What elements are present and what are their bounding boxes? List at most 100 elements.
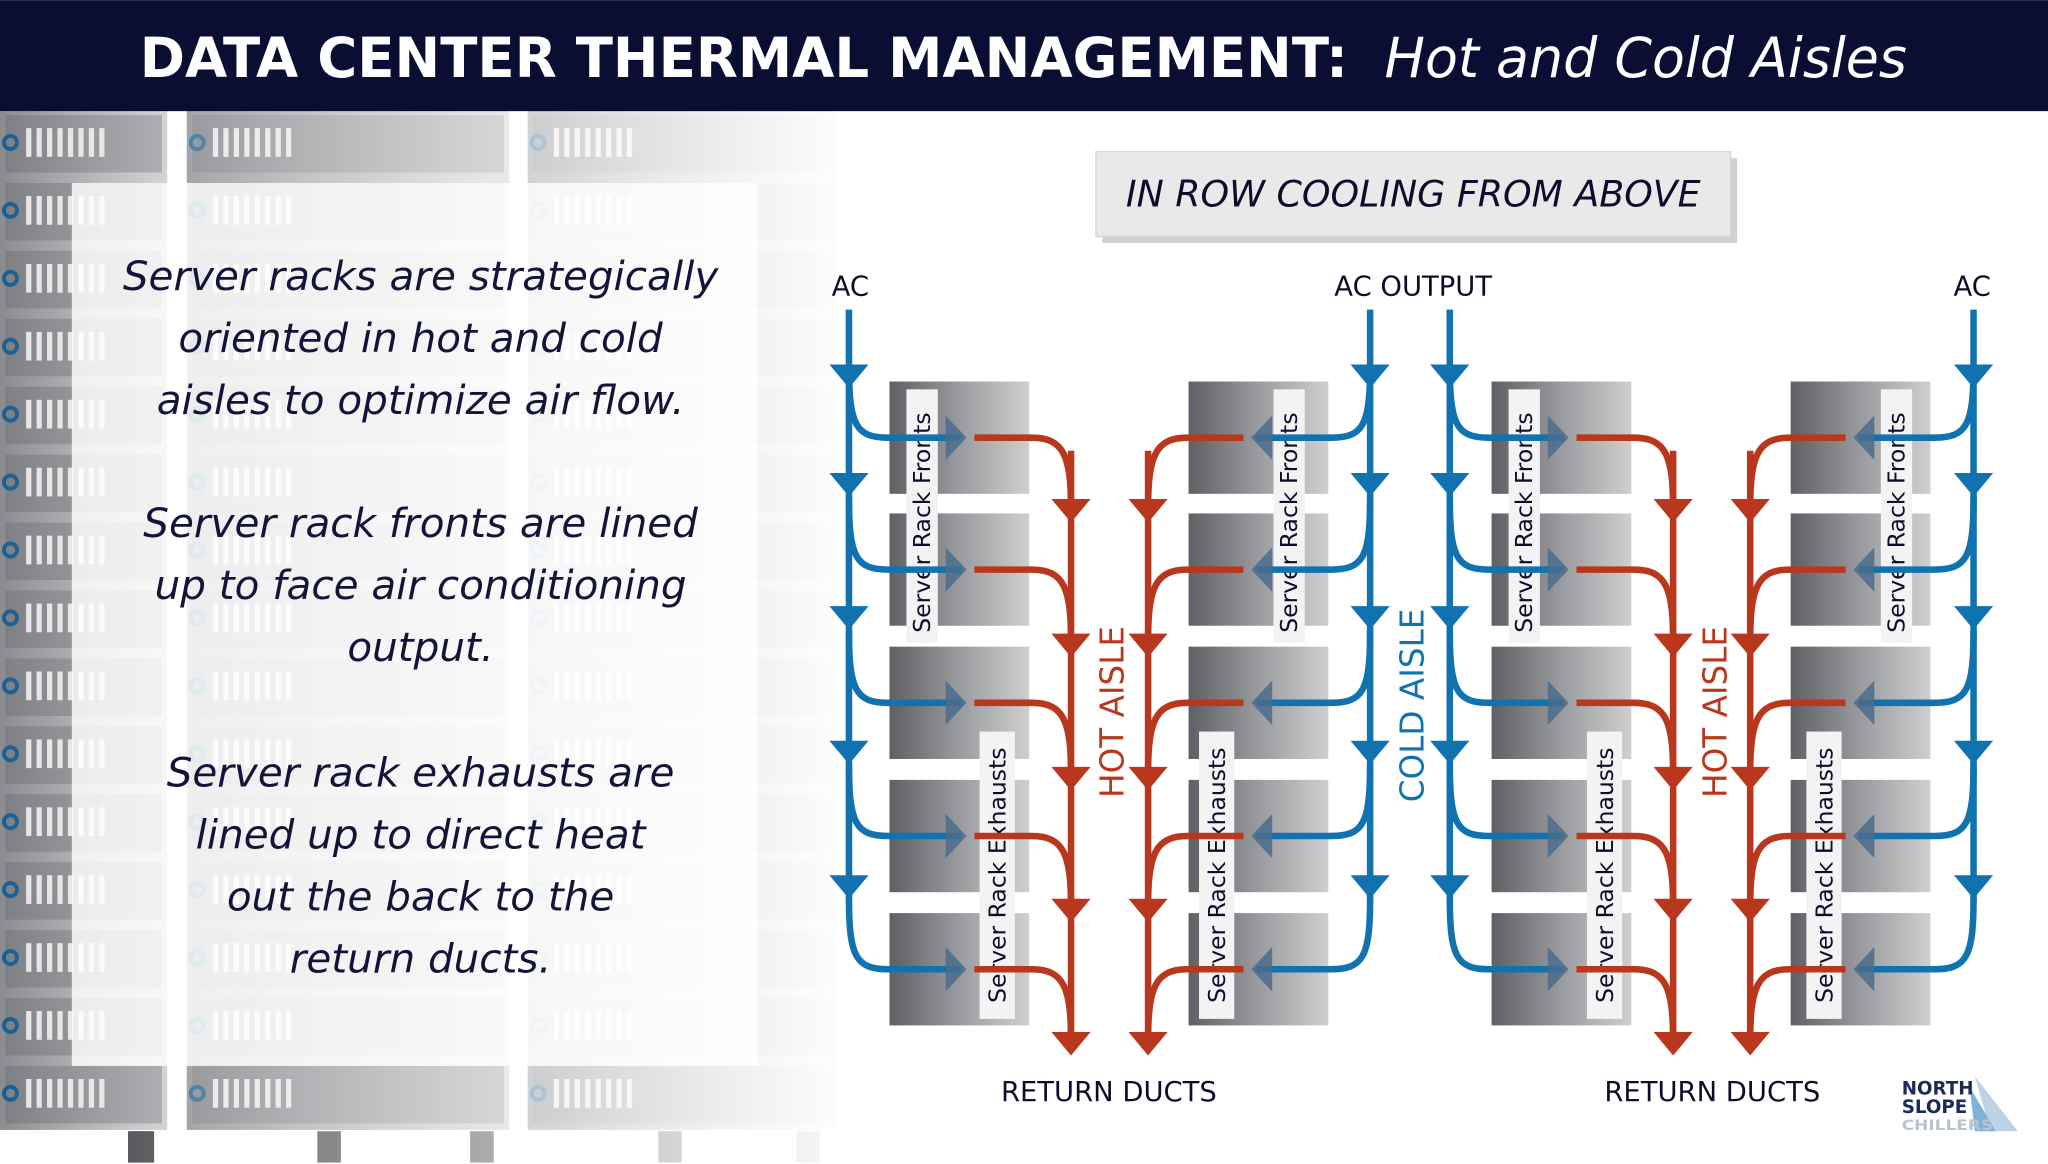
hot-air-flow <box>974 965 1075 1042</box>
cold-air-flow <box>1256 764 1374 840</box>
hot-air-flow <box>1144 699 1244 775</box>
svg-text:SLOPE: SLOPE <box>1902 1097 1968 1118</box>
header-title: DATA CENTER THERMAL MANAGEMENT: <box>140 26 1348 90</box>
cold-air-flow <box>845 764 962 840</box>
hot-air-flow <box>974 566 1075 642</box>
hot-flow-arrow-icon <box>1730 766 1770 791</box>
hot-aisle-label-1: HOT AISLE <box>1093 626 1131 798</box>
hot-air-flow <box>1576 566 1677 642</box>
rack-fronts-label: Server Rack Fronts <box>908 412 936 632</box>
header-bar <box>0 0 2048 112</box>
hot-flow-arrow-icon <box>1730 499 1770 523</box>
intake-arrow-icon <box>1853 547 1875 592</box>
cold-air-flow <box>1256 630 1374 707</box>
banner-box <box>1095 150 1732 238</box>
rack-fronts-label: Server Rack Fronts <box>1275 412 1303 632</box>
svg-text:CHILLERS: CHILLERS <box>1902 1118 1993 1134</box>
cold-air-flow <box>845 497 962 573</box>
hot-flow-arrow-icon <box>1653 1031 1693 1056</box>
cold-flow-arrow-icon <box>1350 606 1390 630</box>
description-line: output. <box>347 623 493 671</box>
hot-air-flow <box>1746 434 1846 510</box>
hot-flow-arrow-icon <box>1730 1031 1770 1056</box>
rack-exhausts-label: Server Rack Exhausts <box>984 748 1012 1003</box>
cold-flow-arrow-icon <box>1953 875 1994 899</box>
cold-aisle-label: COLD AISLE <box>1394 609 1432 803</box>
cold-air-flow <box>1446 365 1564 441</box>
intake-arrow-icon <box>1853 415 1875 460</box>
hot-flow-arrow-icon <box>1653 766 1693 791</box>
cold-flow-arrow-icon <box>1953 606 1994 630</box>
hot-flow-arrow-icon <box>1051 766 1091 791</box>
cold-air-flow <box>1858 897 1977 973</box>
hot-air-flow <box>1746 965 1846 1042</box>
hot-air-flow <box>974 832 1075 908</box>
description-line: Server racks are strategically <box>123 252 719 300</box>
cold-air-flow <box>1446 497 1564 573</box>
intake-arrow-icon <box>945 680 967 726</box>
ac-right-label: AC <box>1954 271 1991 302</box>
hot-air-flow <box>974 434 1075 510</box>
hot-aisle-label-2: HOT AISLE <box>1697 626 1735 798</box>
hot-flow-arrow-icon <box>1730 633 1770 658</box>
hot-flow-arrow-icon <box>1128 898 1168 923</box>
hot-flow-arrow-icon <box>1128 633 1168 658</box>
rack-exhausts-label: Server Rack Exhausts <box>1203 748 1231 1003</box>
cold-air-flow <box>1256 365 1374 441</box>
description-line: return ducts. <box>290 935 552 983</box>
cold-air-flow <box>845 630 962 707</box>
north-slope-chillers-logo: NORTH SLOPE CHILLERS <box>1902 1076 2018 1134</box>
cold-flow-arrow-icon <box>1350 875 1390 899</box>
hot-flow-arrow-icon <box>1051 1031 1091 1056</box>
rack-fronts-strip <box>1880 389 1913 643</box>
svg-text:NORTH: NORTH <box>1902 1079 1974 1100</box>
cold-air-flow <box>1858 497 1977 573</box>
cold-flow-arrow-icon <box>1953 472 1994 497</box>
cold-air-flow <box>1446 897 1564 973</box>
cold-flow-arrow-icon <box>1430 606 1470 630</box>
hot-flow-arrow-icon <box>1653 499 1693 523</box>
hot-air-flow <box>1144 566 1244 642</box>
hot-air-flow <box>1576 434 1677 510</box>
hot-air-flow <box>1144 434 1244 510</box>
intake-arrow-icon <box>945 813 967 859</box>
header-subtitle: Hot and Cold Aisles <box>1384 26 1906 90</box>
hot-air-flow <box>1746 566 1846 642</box>
cold-flow-arrow-icon <box>1350 472 1390 497</box>
cold-flow-arrow-icon <box>1350 740 1390 765</box>
cold-air-flow <box>845 897 962 973</box>
hot-air-flow <box>1746 699 1846 775</box>
intake-arrow-icon <box>1251 415 1273 460</box>
rack-fronts-strip <box>1273 389 1305 643</box>
hot-flow-arrow-icon <box>1051 898 1091 923</box>
hot-air-flow <box>1144 832 1244 908</box>
hot-air-flow <box>1576 832 1677 908</box>
cold-flow-arrow-icon <box>1430 740 1470 765</box>
description-line: out the back to the <box>227 872 614 920</box>
text-panel <box>71 182 758 1066</box>
cold-air-flow <box>1858 630 1977 707</box>
cold-flow-arrow-icon <box>1430 875 1470 899</box>
intake-arrow-icon <box>1547 947 1569 992</box>
intake-arrow-icon <box>1547 813 1569 859</box>
intake-arrow-icon <box>1547 547 1569 592</box>
hot-air-flow <box>1746 832 1846 908</box>
intake-arrow-icon <box>1251 547 1273 592</box>
hot-air-flow <box>1576 965 1677 1042</box>
return-ducts-label-2: RETURN DUCTS <box>1604 1077 1820 1108</box>
cold-air-flow <box>1446 764 1564 840</box>
intake-arrow-icon <box>1547 415 1569 460</box>
cold-air-flow <box>1858 365 1977 441</box>
hot-flow-arrow-icon <box>1653 898 1693 923</box>
rack-exhausts-label: Server Rack Exhausts <box>1591 748 1619 1003</box>
description-line: Server rack exhausts are <box>167 748 675 796</box>
intake-arrow-icon <box>945 547 967 592</box>
hot-air-flow <box>974 699 1075 775</box>
hot-flow-arrow-icon <box>1051 633 1091 658</box>
cold-flow-arrow-icon <box>1953 740 1994 765</box>
description-line: lined up to direct heat <box>196 810 648 858</box>
description-line: Server rack fronts are lined <box>143 499 698 547</box>
cold-flow-arrow-icon <box>829 472 869 497</box>
hot-flow-arrow-icon <box>1653 633 1693 658</box>
